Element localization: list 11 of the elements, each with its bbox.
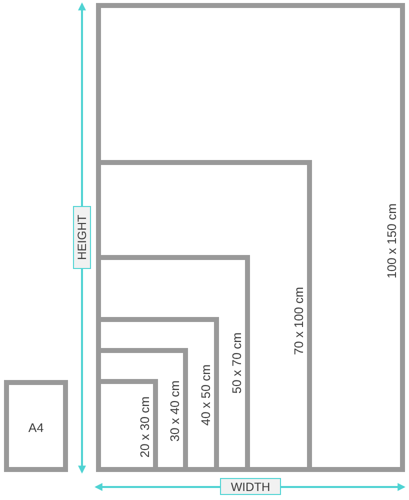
dimension-label: HEIGHT — [73, 206, 91, 269]
paper-outline — [4, 380, 68, 472]
size-label: 100 x 150 cm — [386, 203, 398, 279]
size-label: A4 — [28, 422, 44, 434]
size-label: 30 x 40 cm — [168, 380, 182, 442]
frame-outline — [96, 3, 405, 472]
dimension-label: WIDTH — [220, 478, 281, 495]
size-label: 20 x 30 cm — [138, 396, 152, 458]
size-label: 50 x 70 cm — [230, 332, 244, 394]
size-label: 40 x 50 cm — [200, 364, 212, 426]
size-label: 70 x 100 cm — [292, 286, 306, 356]
